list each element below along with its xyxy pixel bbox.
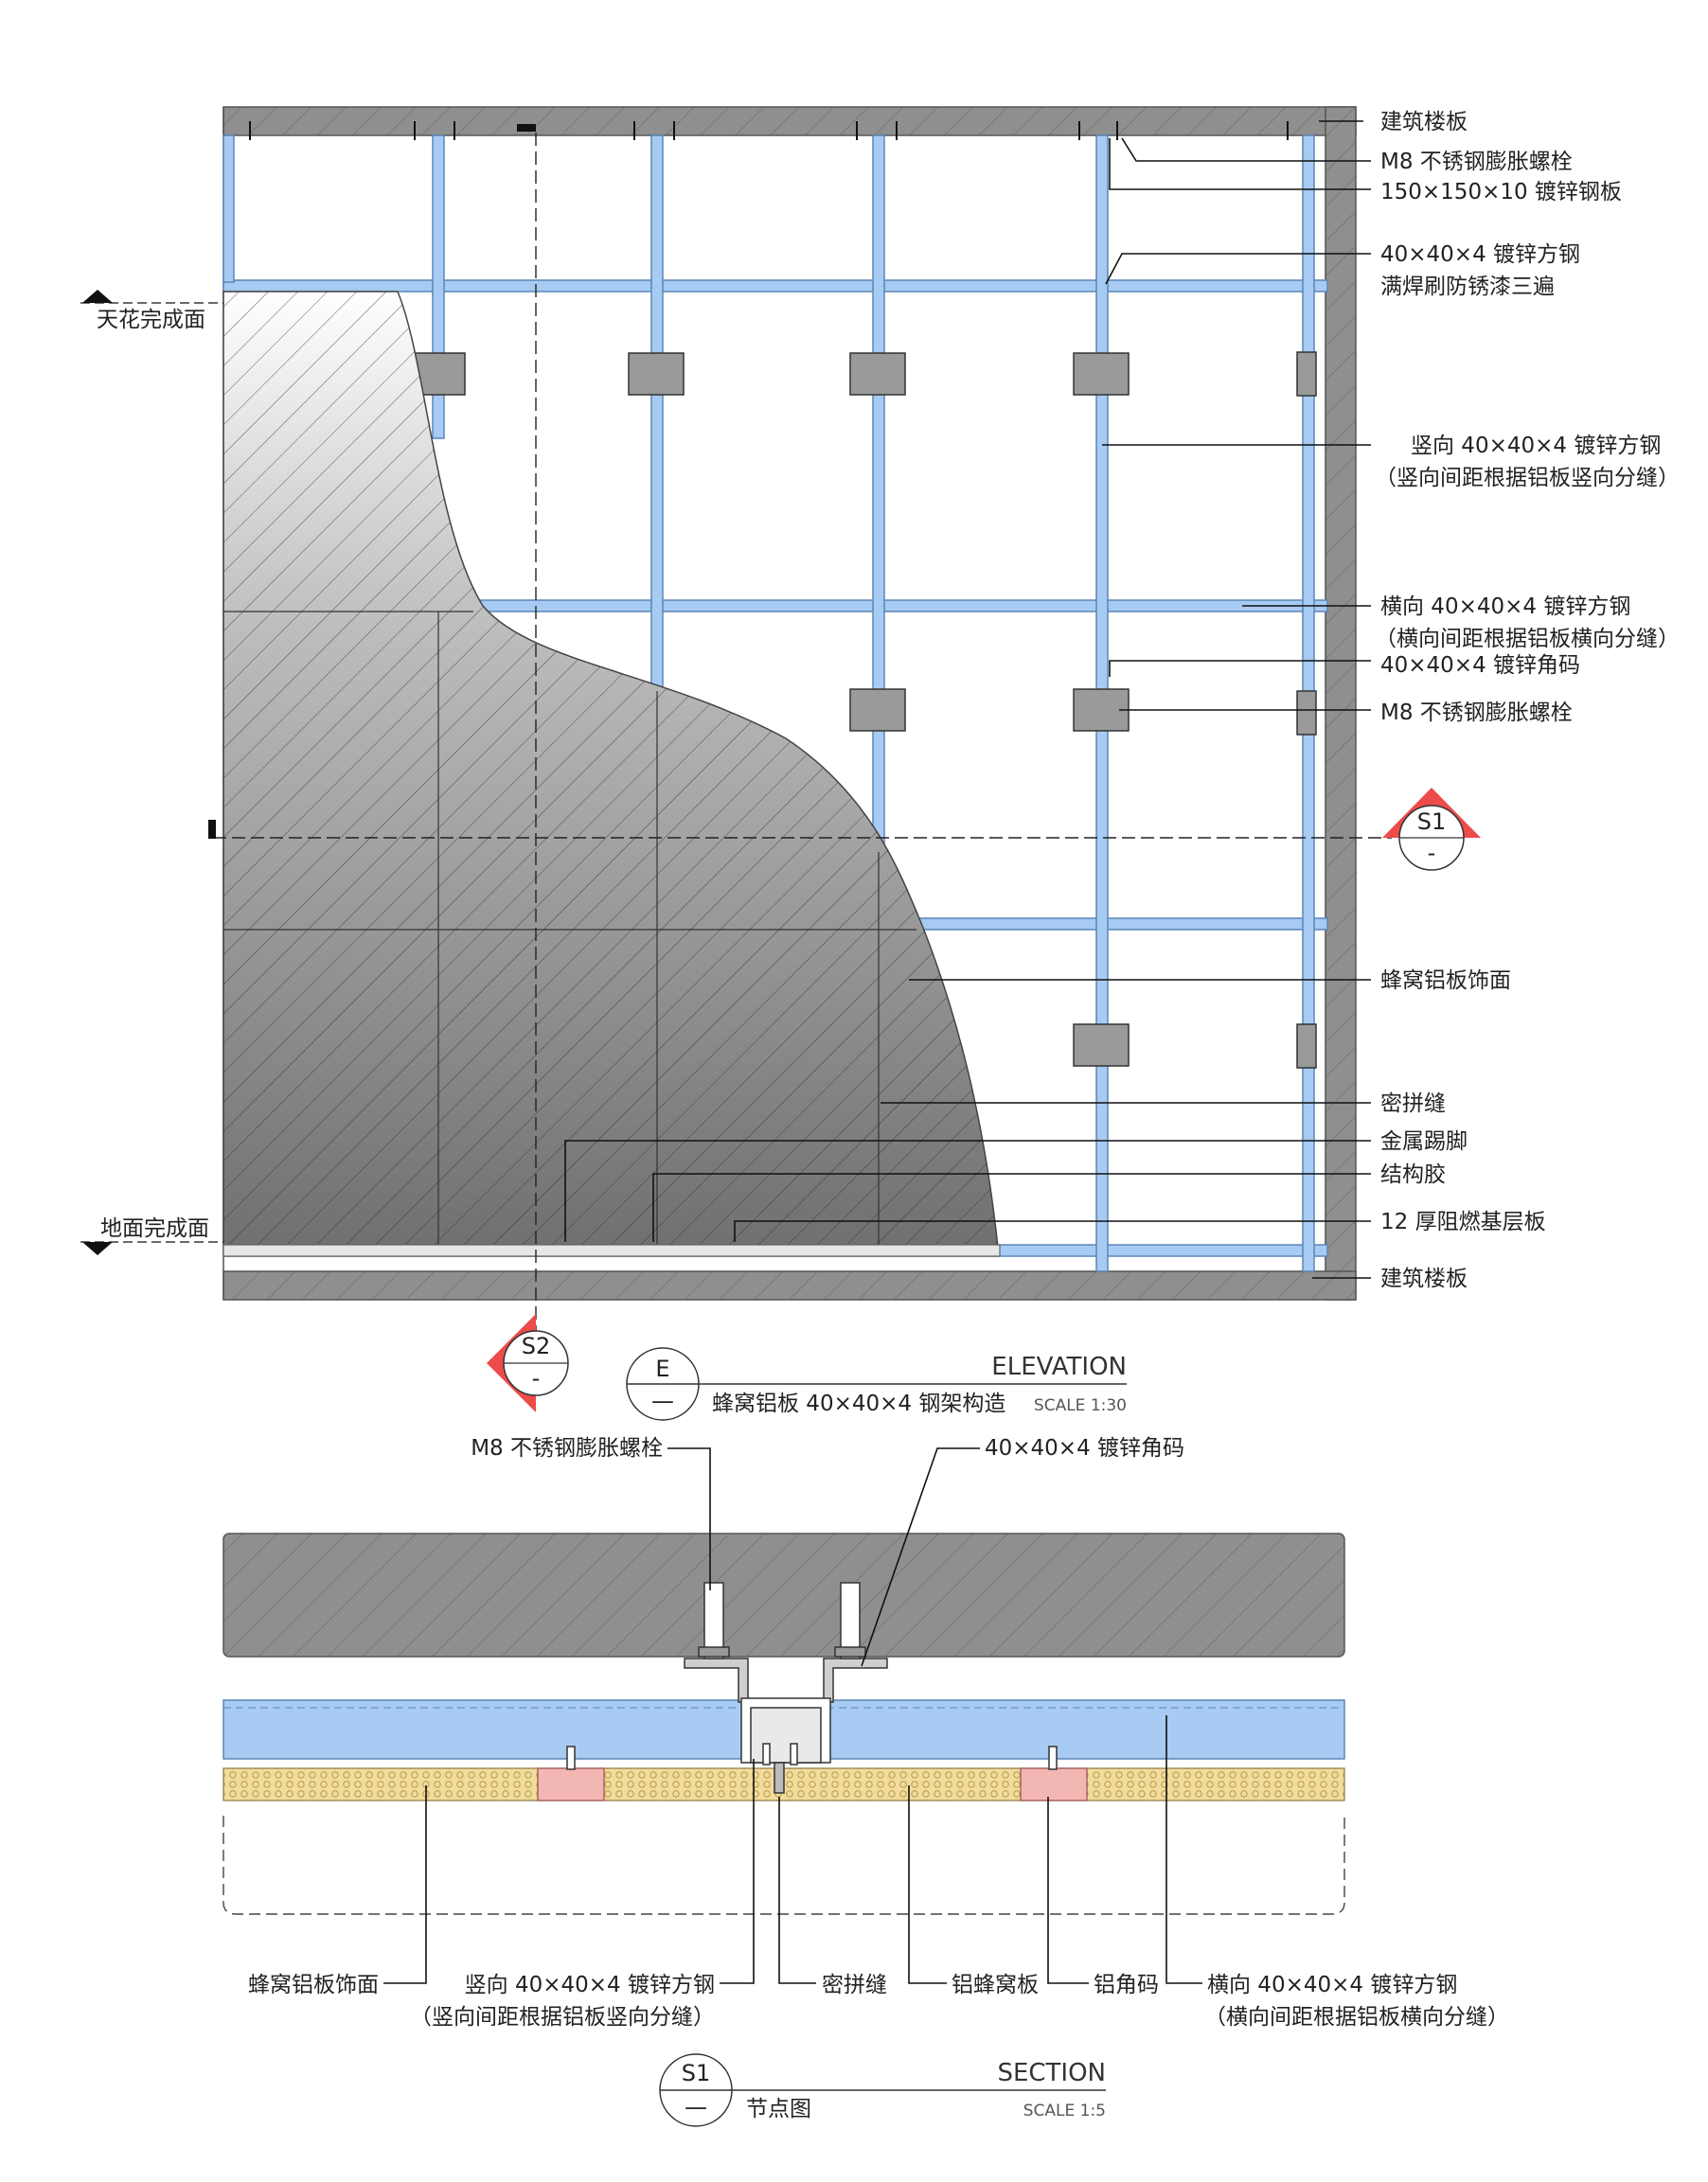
level-floor-label: 地面完成面	[100, 1216, 209, 1241]
svg-text:竖向 40×40×4 镀锌方钢: 竖向 40×40×4 镀锌方钢	[1411, 434, 1661, 458]
svg-text:12 厚阻燃基层板: 12 厚阻燃基层板	[1380, 1210, 1546, 1234]
section-anchor-bolts	[698, 1582, 866, 1659]
svg-text:（竖向间距根据铝板竖向分缝）: （竖向间距根据铝板竖向分缝）	[410, 2005, 715, 2030]
fire-retardant-baseboard	[222, 1244, 1001, 1257]
svg-text:—: —	[685, 2094, 707, 2120]
section-bottom-leaders	[383, 1715, 1202, 1984]
svg-text:蜂窝铝板饰面: 蜂窝铝板饰面	[1380, 968, 1511, 993]
angle-brackets	[409, 351, 1317, 1069]
elevation-leaders	[564, 120, 1371, 1279]
elevation-title-block: E — ELEVATION 蜂窝铝板 40×40×4 钢架构造 SCALE 1:…	[626, 1347, 1127, 1421]
svg-text:（横向间距根据铝板横向分缝）: （横向间距根据铝板横向分缝）	[1375, 627, 1680, 651]
svg-text:蜂窝铝板 40×40×4 钢架构造: 蜂窝铝板 40×40×4 钢架构造	[712, 1392, 1005, 1416]
steel-tube-h-mid	[472, 599, 1328, 612]
steel-tube-v-3	[872, 134, 885, 856]
svg-text:S1: S1	[682, 2060, 711, 2086]
svg-text:（竖向间距根据铝板竖向分缝）: （竖向间距根据铝板竖向分缝）	[1375, 466, 1680, 490]
svg-text:40×40×4 镀锌方钢: 40×40×4 镀锌方钢	[1380, 242, 1580, 267]
svg-text:竖向 40×40×4 镀锌方钢: 竖向 40×40×4 镀锌方钢	[465, 1973, 715, 1997]
svg-text:金属踢脚: 金属踢脚	[1380, 1129, 1468, 1154]
svg-text:建筑楼板: 建筑楼板	[1380, 1267, 1468, 1291]
svg-text:建筑楼板: 建筑楼板	[1380, 110, 1468, 134]
svg-text:结构胶: 结构胶	[1380, 1162, 1446, 1187]
bottom-slab	[222, 1270, 1357, 1301]
section-title-block: S1 — SECTION 节点图 SCALE 1:5	[659, 2053, 1106, 2127]
steel-tube-h-top	[222, 279, 1328, 293]
steel-tube-h-low	[916, 917, 1328, 931]
svg-text:铝蜂窝板: 铝蜂窝板	[952, 1973, 1039, 1997]
section-marker-s1: S1 -	[1382, 788, 1481, 871]
panel-seams	[223, 611, 916, 1245]
svg-text:M8 不锈钢膨胀螺栓: M8 不锈钢膨胀螺栓	[1380, 701, 1573, 725]
svg-text:（横向间距根据铝板横向分缝）: （横向间距根据铝板横向分缝）	[1204, 2005, 1509, 2030]
svg-text:蜂窝铝板饰面: 蜂窝铝板饰面	[248, 1973, 379, 1997]
svg-text:铝角码: 铝角码	[1094, 1973, 1159, 1997]
steel-tube-v-2	[650, 134, 664, 704]
svg-text:-: -	[1428, 840, 1436, 866]
top-slab	[222, 106, 1357, 136]
svg-text:E: E	[655, 1356, 669, 1382]
section-labels: 蜂窝铝板饰面 竖向 40×40×4 镀锌方钢 （竖向间距根据铝板竖向分缝） 密拼…	[248, 1973, 1509, 2030]
section-aluminum-brackets	[537, 1767, 1088, 1801]
svg-text:150×150×10 镀锌钢板: 150×150×10 镀锌钢板	[1380, 180, 1622, 204]
section-top-leaders	[667, 1447, 980, 1667]
svg-text:40×40×4 镀锌角码: 40×40×4 镀锌角码	[985, 1436, 1184, 1461]
level-ceiling: 天花完成面	[80, 290, 223, 332]
svg-text:SECTION: SECTION	[997, 2059, 1106, 2087]
bolt-row-top	[249, 121, 1289, 140]
svg-text:SCALE 1:5: SCALE 1:5	[1023, 2102, 1106, 2120]
svg-text:S1: S1	[1417, 808, 1447, 835]
svg-text:40×40×4 镀锌角码: 40×40×4 镀锌角码	[1380, 653, 1580, 678]
section-angle-clips	[684, 1658, 888, 1764]
steel-tube-v-edge	[222, 134, 235, 283]
steel-tube-h-bottom	[998, 1244, 1328, 1257]
svg-text:密拼缝: 密拼缝	[822, 1973, 887, 1997]
section-cut-mark-top	[517, 124, 536, 132]
elevation-view: 天花完成面 地面完成面 S1 - S2 -	[80, 106, 1680, 1421]
svg-text:M8 不锈钢膨胀螺栓: M8 不锈钢膨胀螺栓	[471, 1436, 663, 1461]
svg-text:ELEVATION: ELEVATION	[991, 1353, 1127, 1381]
svg-text:横向 40×40×4 镀锌方钢: 横向 40×40×4 镀锌方钢	[1380, 594, 1630, 619]
svg-text:横向 40×40×4 镀锌方钢: 横向 40×40×4 镀锌方钢	[1207, 1973, 1457, 1997]
elevation-labels: 建筑楼板 M8 不锈钢膨胀螺栓 150×150×10 镀锌钢板 40×40×4 …	[1375, 110, 1680, 1291]
section-view: M8 不锈钢膨胀螺栓 40×40×4 镀锌角码 蜂窝铝板饰面 竖向 40×40×…	[222, 1436, 1509, 2127]
svg-text:S2: S2	[522, 1333, 551, 1359]
svg-text:—: —	[651, 1388, 674, 1414]
svg-text:SCALE 1:30: SCALE 1:30	[1034, 1396, 1127, 1415]
svg-text:节点图: 节点图	[746, 2097, 811, 2121]
right-wall	[1325, 106, 1357, 1301]
level-floor: 地面完成面	[80, 1216, 223, 1255]
level-ceiling-label: 天花完成面	[97, 308, 205, 332]
svg-text:满焊刷防锈漆三遍: 满焊刷防锈漆三遍	[1380, 275, 1555, 299]
svg-text:M8 不锈钢膨胀螺栓: M8 不锈钢膨胀螺栓	[1380, 150, 1573, 174]
section-concrete	[222, 1533, 1345, 1658]
svg-text:-: -	[532, 1365, 541, 1392]
svg-text:密拼缝: 密拼缝	[1380, 1091, 1446, 1116]
section-marker-s2: S2 -	[487, 1314, 569, 1412]
